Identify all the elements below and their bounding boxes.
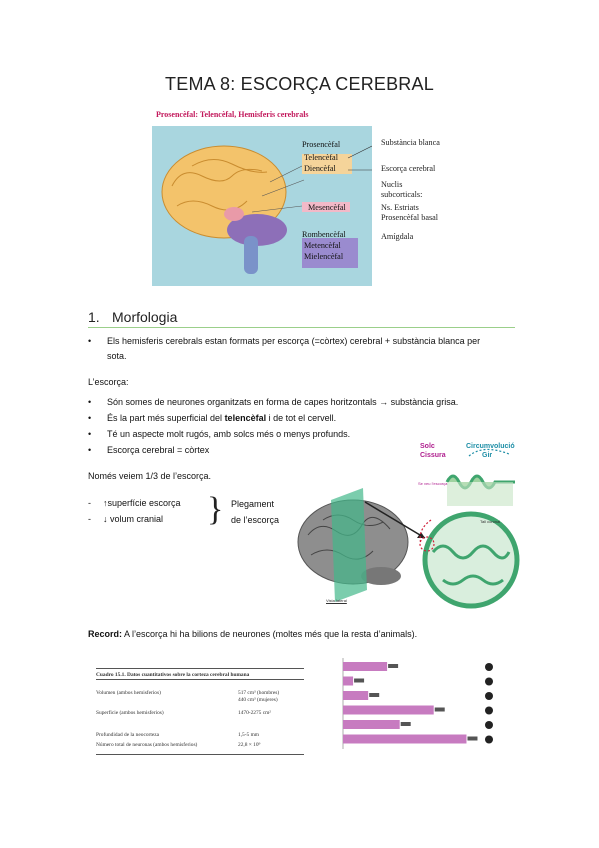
section-number: 1. bbox=[88, 309, 100, 325]
bar-chart-svg bbox=[342, 658, 493, 749]
label-prosencefal: Prosencèfal bbox=[302, 140, 341, 149]
table-cell: Superficie (ambos hemisferios) bbox=[96, 710, 164, 716]
section-rule bbox=[88, 327, 515, 328]
label-solc: Solc bbox=[420, 443, 435, 450]
label-amigdala: Amígdala bbox=[381, 232, 414, 241]
label-mielencefal: Mielencèfal bbox=[304, 252, 344, 261]
bullet-text: Els hemisferis cerebrals estan formats p… bbox=[107, 336, 481, 346]
bullet-dot: • bbox=[88, 336, 92, 346]
cortex-section-figure bbox=[297, 448, 520, 609]
animal-icon bbox=[485, 692, 493, 700]
chart-bar bbox=[343, 691, 369, 700]
table-cell: 1470-2275 cm² bbox=[238, 710, 271, 716]
dash-item: -↓ volum cranial bbox=[88, 514, 164, 524]
bullet-dot: • bbox=[88, 413, 92, 423]
label-telencefal: Telencèfal bbox=[304, 153, 338, 162]
table-title: Cuadro 15.1. Datos cuantitativos sobre l… bbox=[96, 672, 250, 678]
bullet-text: Són somes de neurones organitzats en for… bbox=[107, 397, 459, 407]
section-heading: 1. Morfologia bbox=[88, 309, 177, 325]
animal-icon bbox=[485, 735, 493, 744]
bullet-text: És la part més superficial del telencèfa… bbox=[107, 413, 337, 423]
label-mesencefal: Mesencèfal bbox=[308, 203, 346, 212]
animal-icon bbox=[485, 706, 493, 715]
plegament-label-2: de l’escorça bbox=[231, 515, 280, 525]
bullet-dot: • bbox=[88, 397, 92, 407]
label-se-veu: Se veu l’escorça bbox=[418, 481, 448, 486]
chart-bar-tag bbox=[434, 707, 445, 712]
label-cissura: Cissura bbox=[420, 452, 446, 459]
chart-bar bbox=[343, 676, 354, 686]
chart-bar-tag bbox=[388, 664, 399, 668]
chart-bar-tag bbox=[400, 722, 411, 726]
table-rule bbox=[96, 679, 304, 680]
brace-icon: } bbox=[207, 491, 224, 528]
table-rule bbox=[96, 754, 304, 755]
nomes-text: Només veiem 1/3 de l’escorça. bbox=[88, 471, 212, 481]
neuron-bar-chart bbox=[313, 648, 502, 758]
chart-bar bbox=[343, 662, 388, 671]
chart-bar bbox=[343, 734, 467, 744]
animal-icon bbox=[485, 663, 493, 671]
bullet-continuation: sota. bbox=[107, 351, 127, 361]
label-ns-estriats: Ns. Estriats bbox=[381, 203, 419, 212]
chart-bar-tag bbox=[354, 678, 365, 683]
page-title: TEMA 8: ESCORÇA CEREBRAL bbox=[165, 74, 434, 94]
table-cell: 440 cm³ (mujeres) bbox=[238, 697, 278, 703]
plegament-label: Plegament bbox=[231, 499, 275, 509]
label-metencefal: Metencèfal bbox=[304, 241, 341, 250]
figure-caption: Prosencèfal: Telencèfal, Hemisferis cere… bbox=[156, 110, 309, 119]
table-cell: Número total de neuronas (ambos hemisfer… bbox=[96, 742, 198, 748]
animal-icon bbox=[485, 677, 493, 686]
table-cell: 22,8 × 10⁹ bbox=[238, 742, 261, 748]
brain-illustration bbox=[161, 145, 373, 274]
label-prosencefal-basal: Prosencèfal basal bbox=[381, 213, 439, 222]
table-cell: 517 cm³ (hombres) bbox=[238, 690, 280, 696]
record-text: Record: A l’escorça hi ha bilions de neu… bbox=[88, 629, 418, 639]
label-nuclis: Nuclis bbox=[381, 180, 403, 189]
label-vista-lateral: Vista lateral bbox=[326, 598, 347, 603]
label-circumvolucio: Circumvolució bbox=[466, 443, 515, 450]
table-rule bbox=[96, 668, 304, 669]
label-substancia-blanca: Substància blanca bbox=[381, 138, 440, 147]
bullet-text: Escorça cerebral = còrtex bbox=[107, 445, 210, 455]
chart-bar bbox=[343, 720, 400, 729]
label-tall-coronal: Tall coronal bbox=[480, 519, 501, 524]
bullet-text: Té un aspecte molt rugós, amb solcs més … bbox=[107, 429, 351, 439]
table-cell: Volumen (ambos hemisferios) bbox=[96, 690, 161, 696]
label-rombencefal: Rombencèfal bbox=[302, 230, 346, 239]
section-title: Morfologia bbox=[112, 309, 178, 325]
escorca-label: L’escorça: bbox=[88, 377, 129, 387]
label-subcorticals: subcorticals: bbox=[381, 190, 423, 199]
chart-bar-tag bbox=[467, 736, 478, 741]
chart-bar bbox=[343, 705, 434, 715]
label-escorca-cerebral: Escorça cerebral bbox=[381, 164, 436, 173]
table-cell: 1,5-5 mm bbox=[238, 732, 259, 738]
table-cell: Profundidad de la neocorteza bbox=[96, 732, 160, 738]
quantitative-table: Cuadro 15.1. Datos cuantitativos sobre l… bbox=[88, 648, 308, 756]
dash-item: -↑superfície escorça bbox=[88, 498, 181, 508]
chart-bar-tag bbox=[369, 693, 380, 697]
bullet-dot: • bbox=[88, 429, 92, 439]
brain-panel: Prosencèfal Telencèfal Diencèfal Mesencè… bbox=[152, 126, 373, 286]
brain-figure: Prosencèfal: Telencèfal, Hemisferis cere… bbox=[152, 104, 373, 286]
label-gir: Gir bbox=[482, 452, 493, 459]
label-diencefal: Diencèfal bbox=[304, 164, 336, 173]
bullet-dot: • bbox=[88, 445, 92, 455]
animal-icon bbox=[485, 721, 493, 729]
